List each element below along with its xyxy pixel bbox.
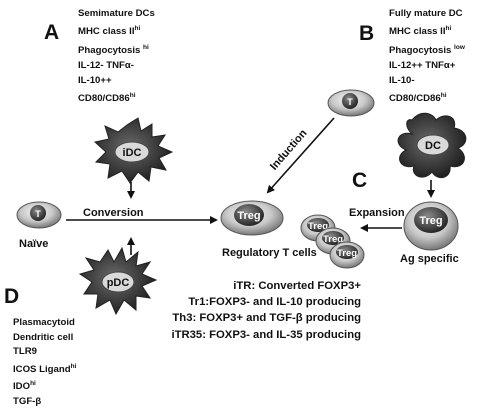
induction-t-cell: T: [327, 89, 375, 117]
treg-type-item: Th3: FOXP3+ and TGF-β producing: [172, 312, 361, 325]
induction-t-label: T: [347, 97, 353, 107]
pdc-label: pDC: [107, 277, 130, 289]
treg-type-item: Tr1:FOXP3- and IL-10 producing: [188, 296, 361, 309]
panel-d-line: Dendritic cell: [13, 331, 74, 343]
treg-ag-cell: Treg: [403, 201, 459, 251]
panel-d-info: Plasmacytoid Dendritic cell TLR9 ICOS Li…: [13, 316, 76, 409]
panel-b-line: CD80/CD86hi: [389, 92, 447, 105]
panel-letter-d: D: [4, 285, 20, 308]
induction-label: Induction: [268, 127, 310, 172]
panel-a-line: MHC class IIhi: [78, 25, 141, 38]
regulatory-t-cells-label: Regulatory T cells: [222, 247, 317, 259]
panel-letter-a: A: [44, 21, 60, 44]
panel-b-title: Fully mature DC: [389, 8, 463, 19]
idc-label: iDC: [123, 147, 142, 159]
pdc-cell: pDC: [78, 246, 158, 316]
panel-a-line: CD80/CD86hi: [78, 92, 136, 105]
panel-b-line: IL-12++ TNFα+: [389, 59, 456, 71]
naive-label: Naïve: [19, 238, 49, 250]
panel-a-title: Semimature DCs: [78, 8, 155, 19]
arrow-induction: [266, 117, 335, 194]
panel-d-line: IDOhi: [13, 380, 36, 393]
panel-d-line: ICOS Ligandhi: [13, 362, 77, 375]
treg-types-list: iTR: Converted FOXP3+ Tr1:FOXP3- and IL-…: [171, 278, 361, 343]
panel-b-info: Fully mature DC MHC class IIhi Phagocyto…: [389, 6, 465, 107]
panel-b-line: MHC class IIhi: [389, 25, 452, 38]
naive-t-cell: T: [16, 201, 62, 229]
panel-a-info: Semimature DCs MHC class IIhi Phagocytos…: [78, 6, 155, 107]
expansion-label: Expansion: [349, 207, 405, 219]
panel-b-line: Phagocytosis low: [389, 43, 465, 56]
treg-center-cell: Treg: [220, 200, 284, 236]
panel-letter-c: C: [352, 169, 368, 192]
treg-cluster-label: Treg: [323, 234, 343, 245]
ag-specific-label: Ag specific: [400, 253, 459, 265]
dc-label: DC: [425, 140, 441, 152]
treg-cluster-label: Treg: [337, 248, 357, 259]
conversion-label: Conversion: [83, 207, 144, 219]
panel-d-line: TGF-β: [13, 395, 42, 407]
treg-type-item: iTR35: FOXP3- and IL-35 producing: [171, 328, 361, 341]
naive-t-label: T: [35, 209, 41, 219]
treg-type-item: iTR: Converted FOXP3+: [233, 280, 361, 292]
treg-cluster: Treg Treg Treg: [300, 214, 365, 269]
treg-cluster-label: Treg: [308, 221, 328, 232]
treg-center-label: Treg: [237, 210, 260, 222]
panel-a-line: IL-10++: [78, 75, 112, 87]
panel-a-line: Phagocytosis hi: [78, 43, 149, 56]
panel-letter-b: B: [359, 22, 375, 45]
panel-d-line: TLR9: [13, 346, 37, 357]
treg-ag-label: Treg: [419, 215, 442, 227]
mature-dc-cell: DC: [397, 112, 467, 179]
panel-d-line: Plasmacytoid: [13, 317, 75, 328]
idc-cell: iDC: [93, 117, 174, 184]
treg-cluster-cell: Treg: [329, 241, 365, 269]
panel-a-line: IL-12- TNFα-: [78, 59, 134, 71]
panel-b-line: IL-10-: [389, 75, 415, 87]
